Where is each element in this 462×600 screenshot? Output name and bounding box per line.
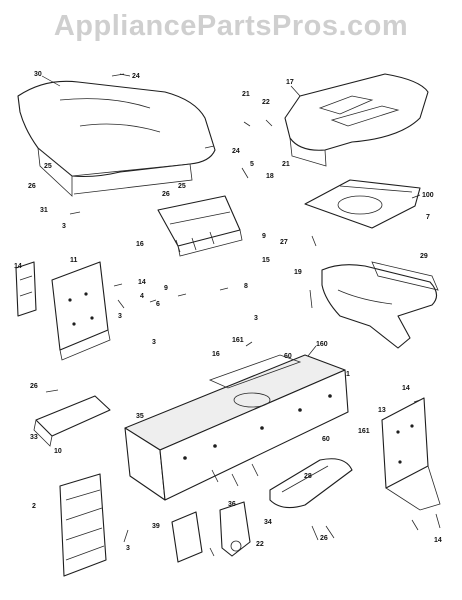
part-1-frame bbox=[124, 354, 349, 501]
callout: 33 bbox=[30, 434, 38, 441]
callout: 3 bbox=[152, 339, 156, 346]
callout: 19 bbox=[294, 269, 302, 276]
callout: 14 bbox=[402, 385, 410, 392]
callout: 2 bbox=[32, 503, 36, 510]
callout: 60 bbox=[284, 353, 292, 360]
callout: 100 bbox=[422, 192, 434, 199]
callout: 36 bbox=[228, 501, 236, 508]
callout: 14 bbox=[434, 537, 442, 544]
callout: 1 bbox=[346, 371, 350, 378]
callout: 22 bbox=[262, 99, 270, 106]
part-100-7-pan bbox=[304, 179, 421, 229]
part-13-side-plate bbox=[381, 397, 441, 511]
callout: 3 bbox=[254, 315, 258, 322]
callout-labels: 30 24 17 21 22 24 5 18 21 25 26 26 25 10… bbox=[14, 71, 442, 552]
part-29-rear-fender bbox=[321, 261, 439, 349]
callout: 22 bbox=[256, 541, 264, 548]
callout: 25 bbox=[178, 183, 186, 190]
callout: 161 bbox=[358, 428, 370, 435]
callout: 14 bbox=[14, 263, 22, 270]
callout: 4 bbox=[140, 293, 144, 300]
callout: 14 bbox=[138, 279, 146, 286]
callout: 21 bbox=[282, 161, 290, 168]
callout: 30 bbox=[34, 71, 42, 78]
hardware bbox=[45, 73, 441, 557]
part-2-front-guard bbox=[59, 473, 107, 577]
callout: 160 bbox=[316, 341, 328, 348]
callout: 3 bbox=[118, 313, 122, 320]
part-34-footrest bbox=[269, 458, 353, 509]
callout: 7 bbox=[426, 214, 430, 221]
part-11-side-plate bbox=[51, 261, 111, 361]
callout: 28 bbox=[304, 473, 312, 480]
callout: 31 bbox=[40, 207, 48, 214]
callout: 9 bbox=[164, 285, 168, 292]
callout: 25 bbox=[44, 163, 52, 170]
callout: 16 bbox=[136, 241, 144, 248]
callout: 24 bbox=[232, 148, 240, 155]
callout: 10 bbox=[54, 448, 62, 455]
callout: 21 bbox=[242, 91, 250, 98]
callout: 161 bbox=[232, 337, 244, 344]
callout: 5 bbox=[250, 161, 254, 168]
callout: 13 bbox=[378, 407, 386, 414]
callout: 60 bbox=[322, 436, 330, 443]
callout: 3 bbox=[62, 223, 66, 230]
callout: 29 bbox=[420, 253, 428, 260]
callout: 27 bbox=[280, 239, 288, 246]
callout: 15 bbox=[262, 257, 270, 264]
callout: 8 bbox=[244, 283, 248, 290]
callout: 18 bbox=[266, 173, 274, 180]
part-17-shroud bbox=[284, 73, 429, 167]
watermark: AppliancePartsPros.com bbox=[53, 10, 409, 42]
callout: 26 bbox=[28, 183, 36, 190]
callout: 35 bbox=[136, 413, 144, 420]
callout: 26 bbox=[162, 191, 170, 198]
callout: 24 bbox=[132, 73, 140, 80]
callout: 26 bbox=[320, 535, 328, 542]
callout: 6 bbox=[156, 301, 160, 308]
part-9-bracket bbox=[157, 195, 243, 257]
callout: 17 bbox=[286, 79, 294, 86]
callout: 16 bbox=[212, 351, 220, 358]
callout: 11 bbox=[70, 257, 78, 264]
callout: 34 bbox=[264, 519, 272, 526]
part-30-hood bbox=[17, 80, 216, 197]
callout: 26 bbox=[30, 383, 38, 390]
part-14-left-bracket bbox=[15, 261, 37, 317]
callout: 3 bbox=[126, 545, 130, 552]
part-33-footrest bbox=[33, 395, 111, 447]
callout: 39 bbox=[152, 523, 160, 530]
part-39-22-brackets bbox=[171, 501, 251, 563]
callout: 9 bbox=[262, 233, 266, 240]
